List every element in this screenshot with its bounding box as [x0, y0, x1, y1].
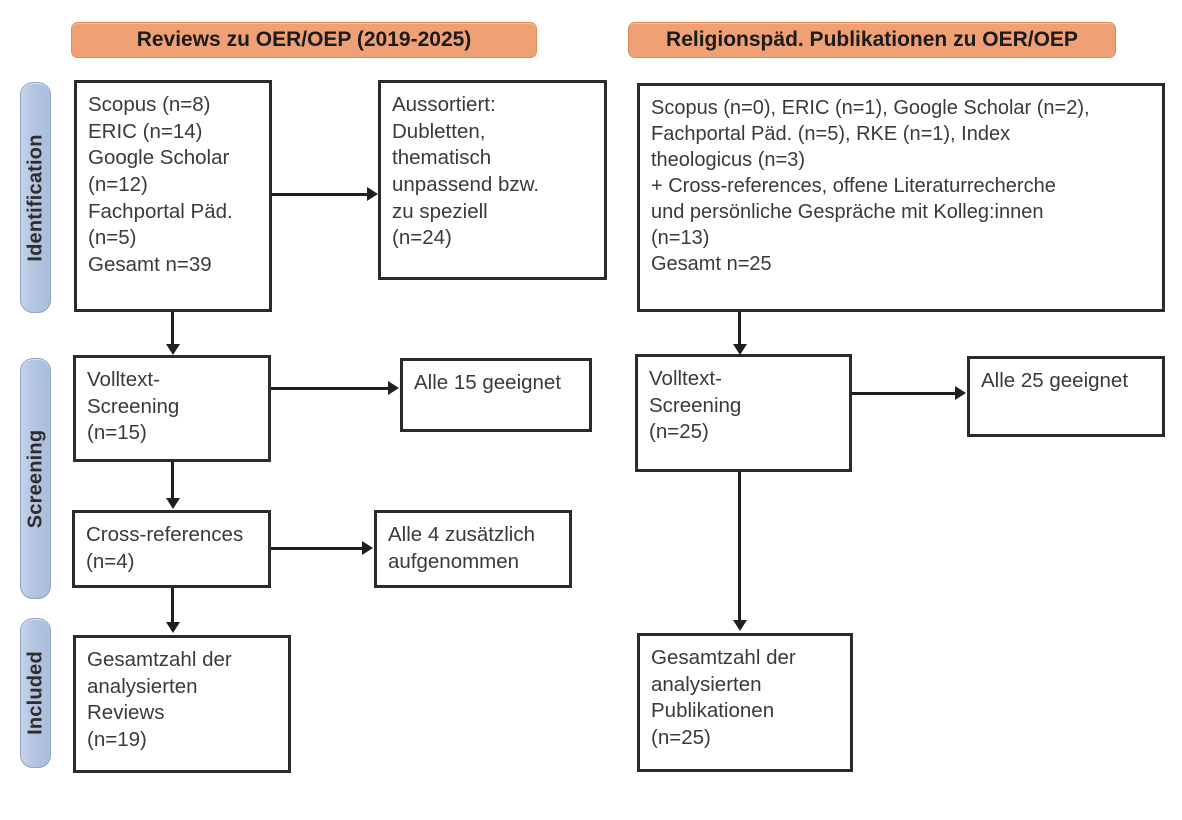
phase-pill-screening: Screening [20, 358, 51, 599]
column-header-left: Reviews zu OER/OEP (2019-2025) [71, 22, 537, 58]
phase-label-identification: Identification [24, 133, 46, 262]
connector-left-fulltext-to-eligible [271, 387, 389, 390]
connector-left-fulltext-to-crossrefs [171, 462, 174, 500]
node-right-sources: Scopus (n=0), ERIC (n=1), Google Scholar… [637, 83, 1165, 312]
node-right-included: Gesamtzahl der analysierten Publikatione… [637, 633, 853, 772]
arrowhead-left-sources-to-fulltext [166, 344, 180, 355]
node-left-crossrefs-added: Alle 4 zusätzlich aufgenommen [374, 510, 572, 588]
phase-pill-identification: Identification [20, 82, 51, 313]
node-left-included: Gesamtzahl der analysierten Reviews (n=1… [73, 635, 291, 773]
node-right-fulltext-screening: Volltext- Screening (n=25) [635, 354, 852, 472]
node-left-eligible: Alle 15 geeignet [400, 358, 592, 432]
node-left-sources: Scopus (n=8) ERIC (n=14) Google Scholar … [74, 80, 272, 312]
connector-left-sources-to-fulltext [171, 312, 174, 346]
arrowhead-left-crossrefs-to-added [362, 541, 373, 555]
arrowhead-left-fulltext-to-crossrefs [166, 498, 180, 509]
arrowhead-right-fulltext-to-eligible [955, 386, 966, 400]
node-left-excluded: Aussortiert: Dubletten, thematisch unpas… [378, 80, 607, 280]
arrowhead-left-crossrefs-to-included [166, 622, 180, 633]
connector-right-fulltext-to-included [738, 472, 741, 622]
phase-pill-included: Included [20, 618, 51, 768]
node-left-fulltext-screening: Volltext- Screening (n=15) [73, 355, 271, 462]
node-right-eligible: Alle 25 geeignet [967, 356, 1165, 437]
connector-left-crossrefs-to-included [171, 588, 174, 624]
connector-right-sources-to-fulltext [738, 312, 741, 346]
column-header-right: Religionspäd. Publikationen zu OER/OEP [628, 22, 1116, 58]
phase-label-included: Included [24, 651, 46, 735]
connector-left-sources-to-excluded [272, 193, 368, 196]
arrowhead-left-sources-to-excluded [367, 187, 378, 201]
connector-left-crossrefs-to-added [271, 547, 363, 550]
arrowhead-right-fulltext-to-included [733, 620, 747, 631]
phase-label-screening: Screening [24, 429, 46, 528]
connector-right-fulltext-to-eligible [852, 392, 956, 395]
arrowhead-left-fulltext-to-eligible [388, 381, 399, 395]
node-left-crossrefs: Cross-references (n=4) [72, 510, 271, 588]
arrowhead-right-sources-to-fulltext [733, 344, 747, 355]
